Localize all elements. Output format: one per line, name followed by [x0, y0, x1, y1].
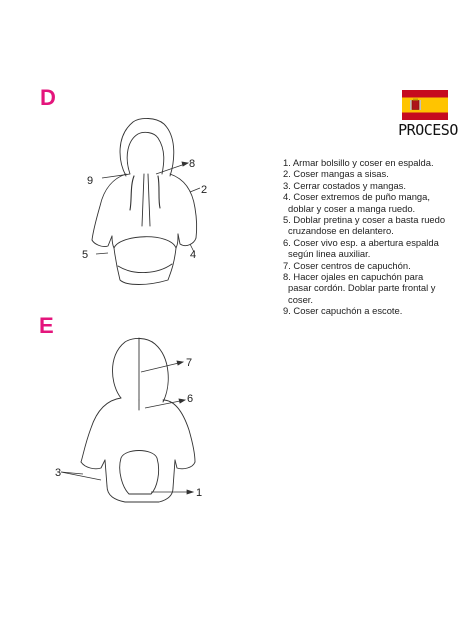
step-line: 1. Armar bolsillo y coser en espalda. [283, 157, 434, 168]
step-line: 8. Hacer ojales en capuchón para [283, 271, 424, 283]
hoodie-back-diagram: 7 6 3 1 [55, 337, 202, 503]
step-line: coser. [288, 293, 314, 305]
section-letter-d: D [40, 85, 56, 110]
callout-4: 4 [190, 249, 196, 261]
callout-1: 1 [196, 487, 202, 499]
step-line: según linea auxiliar. [288, 248, 371, 260]
callout-6: 6 [187, 393, 193, 405]
spain-flag-icon [402, 90, 448, 120]
step-line: 2. Coser mangas a sisas. [283, 168, 389, 180]
step-line: cruzandose en delantero. [288, 225, 394, 237]
callout-9: 9 [87, 175, 93, 187]
callout-3: 3 [55, 467, 61, 479]
section-letter-e: E [39, 313, 54, 338]
callout-8: 8 [189, 158, 195, 170]
process-steps-list: 1. Armar bolsillo y coser en espalda. 2.… [283, 157, 463, 317]
step-line: 6. Coser vivo esp. a abertura espalda [283, 236, 439, 248]
hoodie-front-diagram: 8 9 2 5 4 [82, 118, 207, 285]
callout-2: 2 [201, 184, 207, 196]
callout-7: 7 [186, 357, 192, 369]
step-line: 9. Coser capuchón a escote. [283, 305, 403, 317]
step-line: 5. Doblar pretina y coser a basta ruedo [283, 214, 446, 226]
step-line: pasar cordón. Doblar parte frontal y [288, 282, 436, 294]
step-line: 7. Coser centros de capuchón. [283, 259, 411, 271]
step-line: doblar y coser a manga ruedo. [288, 202, 416, 214]
process-title: PROCESO [398, 121, 458, 139]
step-line: 4. Coser extremos de puño manga, [283, 191, 430, 203]
callout-5: 5 [82, 249, 88, 261]
step-line: 3. Cerrar costados y mangas. [283, 179, 406, 191]
